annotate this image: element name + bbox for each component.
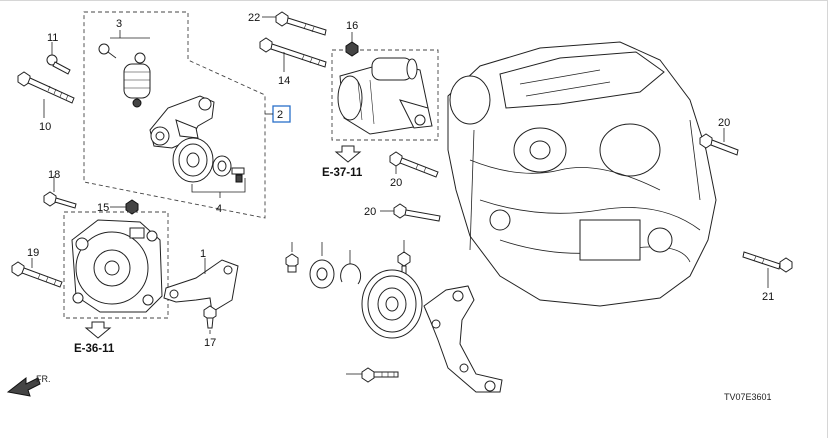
crank-pulley-part [361,269,423,339]
bolt-20-upper [699,128,739,156]
bolt-20-mid [389,151,439,178]
engine-assembly [447,41,717,307]
callout-15: 15 [97,202,109,214]
callout-21: 21 [762,291,774,303]
callout-19: 19 [27,247,39,259]
callout-14: 14 [278,75,290,87]
bolt-22 [262,11,327,36]
callout-17: 17 [204,337,216,349]
callout-20-lower: 20 [364,206,376,218]
callout-20-upper: 20 [718,117,730,129]
bolt-11 [46,42,71,75]
callout-20-mid: 20 [390,177,402,189]
reference-starter[interactable]: E-37-11 [322,167,363,179]
callout-11: 11 [47,32,58,44]
callout-2[interactable]: 2 [277,109,283,121]
bolt-14 [259,37,327,72]
alternator-bracket-part [163,258,239,313]
lower-bracket-part [423,285,503,393]
callout-16: 16 [346,20,358,32]
diagram-code: TV07E3601 [724,392,772,402]
callout-1: 1 [200,248,206,260]
bolt-19 [11,258,63,288]
alternator-group [63,211,169,339]
callout-10: 10 [39,121,51,133]
bolt-20-lower [380,203,441,222]
callout-18: 18 [48,169,60,181]
nut-15 [110,199,139,215]
front-direction-icon [6,376,41,397]
washer-plate [309,242,335,289]
reference-alternator[interactable]: E-36-11 [74,343,115,355]
bolt-bottom [346,367,399,383]
bolt-21 [742,251,793,288]
reference-arrow-alternator [84,321,112,339]
starter-group [331,49,439,163]
top-border [0,0,828,1]
small-bolt-left [285,242,299,273]
reference-arrow-starter [334,145,362,163]
tensioner-group [83,11,266,219]
front-marker-label: FR. [36,374,51,384]
damper-part [98,30,151,108]
callout-22: 22 [248,12,260,24]
nut-16 [345,32,359,57]
snap-ring [340,250,362,285]
idler-pulley-part [172,137,245,183]
bolt-18 [43,176,77,209]
bolt-17 [203,305,217,334]
tensioner-arm-part [149,95,215,149]
callout-3: 3 [116,18,122,30]
callout-4: 4 [216,203,222,215]
bolt-10 [17,71,75,118]
